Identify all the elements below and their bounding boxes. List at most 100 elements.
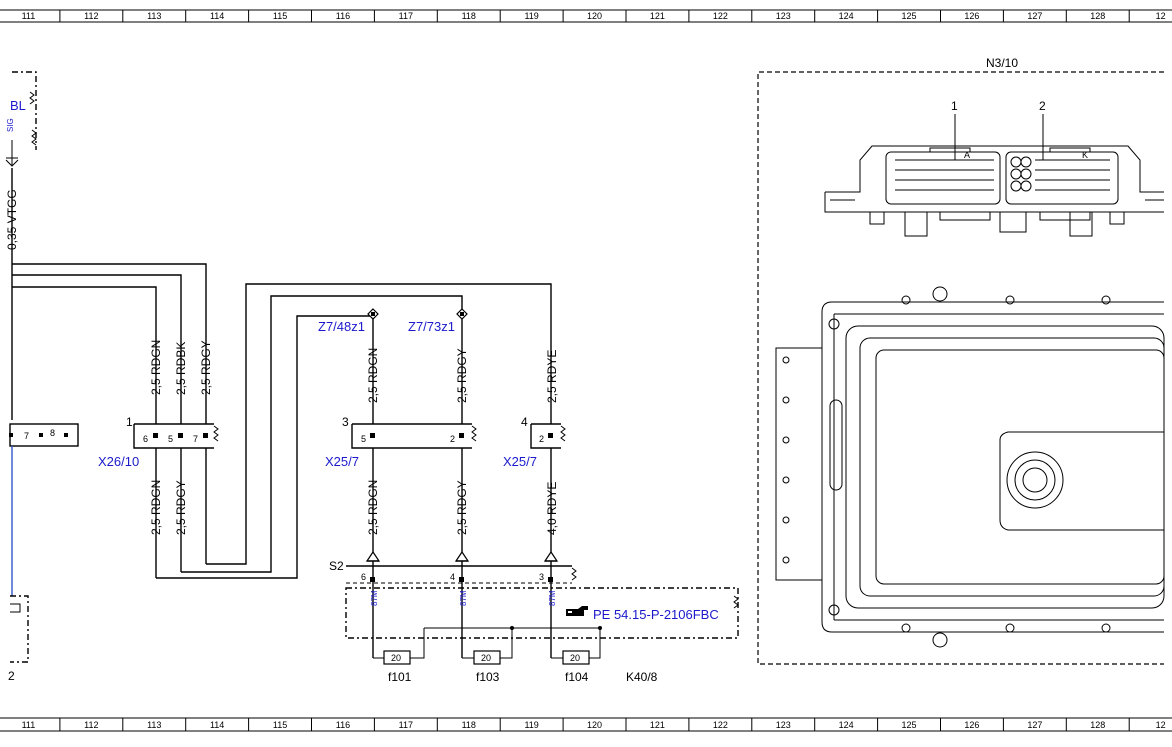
terminal-87m: 87M bbox=[459, 590, 468, 606]
pin-6: 6 bbox=[143, 434, 148, 444]
s2-pin: 3 bbox=[539, 572, 544, 582]
connector-name-x25-7: X25/7 bbox=[503, 454, 537, 469]
ecu-connector-side-view: A K bbox=[824, 145, 1164, 237]
wire-label: 4,0 RDYE bbox=[545, 482, 559, 535]
left-pin-8: 8 bbox=[50, 428, 55, 438]
connector-x25-7-a: 2,5 RDGN 2,5 RDGY 3 5 2 X25/7 2,5 RDGN 2… bbox=[325, 348, 477, 552]
ruler-top-cell-label: 116 bbox=[336, 11, 350, 21]
s2-pin: 6 bbox=[361, 572, 366, 582]
connector-x25-7-b: 2,5 RDYE 4 2 X25/7 4,0 RDYE bbox=[503, 350, 566, 552]
ruler-bottom-cell-label: 113 bbox=[147, 720, 161, 730]
terminal-87m: 87M bbox=[370, 590, 379, 606]
ruler-bottom-cell-label: 124 bbox=[839, 720, 854, 730]
splice-z7-73z1: Z7/73z1 bbox=[408, 308, 468, 424]
pin-5: 5 bbox=[361, 434, 366, 444]
connector-number-1: 1 bbox=[951, 99, 958, 113]
ruler-top-cell-label: 114 bbox=[210, 11, 224, 21]
ruler-bottom-cell-label: 111 bbox=[22, 720, 36, 730]
ruler-bottom-cell-label: 126 bbox=[964, 720, 979, 730]
connector-name-x25-7: X25/7 bbox=[325, 454, 359, 469]
pin-2: 2 bbox=[539, 434, 544, 444]
ruler-bottom-cell-label: 125 bbox=[902, 720, 917, 730]
terminal-87m: 87M bbox=[548, 590, 557, 606]
ruler-bottom-cell-label: 115 bbox=[273, 720, 287, 730]
sig-label: SIG bbox=[6, 118, 15, 132]
left-bottom-number: 2 bbox=[8, 669, 15, 683]
s2-pin: 4 bbox=[450, 572, 455, 582]
fuse-name-f103: f103 bbox=[476, 670, 500, 684]
pointing-hand-icon bbox=[566, 606, 588, 616]
ruler-top-cell-label: 12 bbox=[1156, 11, 1166, 21]
ruler-top-cell-label: 123 bbox=[776, 11, 791, 21]
connector-number: 4 bbox=[521, 415, 528, 429]
ruler-bottom-cell-label: 128 bbox=[1090, 720, 1105, 730]
ruler-bottom-cell-label: 114 bbox=[210, 720, 224, 730]
pin-2: 2 bbox=[450, 434, 455, 444]
ruler-bottom-cell-label: 121 bbox=[650, 720, 665, 730]
pin-5: 5 bbox=[168, 434, 173, 444]
ruler-bottom-cell-label: 12 bbox=[1156, 720, 1166, 730]
reference-link[interactable]: PE 54.15-P-2106FBC bbox=[593, 607, 719, 622]
wire-label: 2,5 RDGY bbox=[174, 480, 188, 535]
connector-letter-k: K bbox=[1082, 150, 1088, 160]
ruler-top-cell-label: 124 bbox=[839, 11, 854, 21]
ruler-bottom-cell-label: 122 bbox=[713, 720, 728, 730]
ruler-bottom-cell-label: 118 bbox=[462, 720, 476, 730]
ruler-top-cell-label: 125 bbox=[902, 11, 917, 21]
wire-label: 2,5 RDYE bbox=[545, 350, 559, 403]
splice-label: Z7/48z1 bbox=[318, 319, 365, 334]
connector-number: 1 bbox=[126, 415, 133, 429]
ruler-bottom-cell-label: 119 bbox=[524, 720, 538, 730]
fuse-f103 bbox=[473, 650, 501, 665]
connector-number-2: 2 bbox=[1039, 99, 1046, 113]
connector-x26-10: 2,5 RDGN 2,5 RDBK 2,5 RDGY 1 6 5 7 X26/1… bbox=[98, 283, 552, 579]
fuse-rating: 20 bbox=[391, 653, 401, 663]
s2-label: S2 bbox=[329, 559, 344, 573]
bus-wires bbox=[12, 263, 207, 424]
splice-label: Z7/73z1 bbox=[408, 319, 455, 334]
ruler-bottom-cell-label: 127 bbox=[1027, 720, 1042, 730]
component-n3-10: N3/10 1 2 A K bbox=[757, 56, 1165, 665]
ruler-top-cell-label: 122 bbox=[713, 11, 728, 21]
ruler-top-cell-label: 115 bbox=[273, 11, 287, 21]
ruler-top-cell-label: 120 bbox=[587, 11, 602, 21]
ruler-bottom-cell-label: 112 bbox=[84, 720, 98, 730]
wire-label-vtgg: 0,35 VTGG bbox=[5, 189, 19, 250]
ruler-bottom-cell-label: 116 bbox=[336, 720, 350, 730]
ruler-top-cell-label: 121 bbox=[650, 11, 665, 21]
ruler-bottom-cell-label: 123 bbox=[776, 720, 791, 730]
ruler-top-cell-label: 128 bbox=[1090, 11, 1105, 21]
ruler-top-cell-label: 127 bbox=[1027, 11, 1042, 21]
fuse-name-f101: f101 bbox=[388, 670, 412, 684]
fuse-rating: 20 bbox=[570, 653, 580, 663]
ruler-top-cell-label: 111 bbox=[22, 11, 36, 21]
ruler-top-cell-label: 117 bbox=[399, 11, 413, 21]
wire-label: 2,5 RDGY bbox=[455, 480, 469, 535]
s2-connector: S2 6 4 3 87M 87M 87M bbox=[329, 550, 577, 658]
ruler-top-cell-label: 119 bbox=[524, 11, 538, 21]
bl-label: BL bbox=[10, 98, 26, 113]
left-partial-component: BL SIG 0,35 VTGG 7 8 2 bbox=[5, 71, 79, 683]
ruler-top-cell-label: 113 bbox=[147, 11, 161, 21]
ruler-bottom-cell-label: 117 bbox=[399, 720, 413, 730]
wire-label: 2,5 RDBK bbox=[174, 342, 188, 395]
left-pin-7: 7 bbox=[24, 431, 29, 441]
fuse-name-f104: f104 bbox=[565, 670, 589, 684]
wire-label: 2,5 RDGN bbox=[149, 340, 163, 395]
ruler-bottom: 111 112 113 114 115 116 117 118 119 120 121 122 123 1… bbox=[0, 717, 1172, 732]
wire-label: 2,5 RDGN bbox=[366, 348, 380, 403]
fuse-f101 bbox=[383, 650, 411, 665]
fuse-f104 bbox=[562, 650, 590, 665]
component-name-n3-10: N3/10 bbox=[986, 56, 1018, 70]
fuse-rating: 20 bbox=[481, 653, 491, 663]
wire-label: 2,5 RDGY bbox=[455, 348, 469, 403]
connector-letter-a: A bbox=[964, 150, 970, 160]
module-k40-8: PE 54.15-P-2106FBC 20 20 20 f101 f103 f1… bbox=[345, 587, 739, 684]
wire-label: 2,5 RDGY bbox=[199, 340, 213, 395]
connector-name-x26-10: X26/10 bbox=[98, 454, 139, 469]
pin-7: 7 bbox=[193, 434, 198, 444]
ruler-bottom-cell-label: 120 bbox=[587, 720, 602, 730]
connector-number: 3 bbox=[342, 415, 349, 429]
